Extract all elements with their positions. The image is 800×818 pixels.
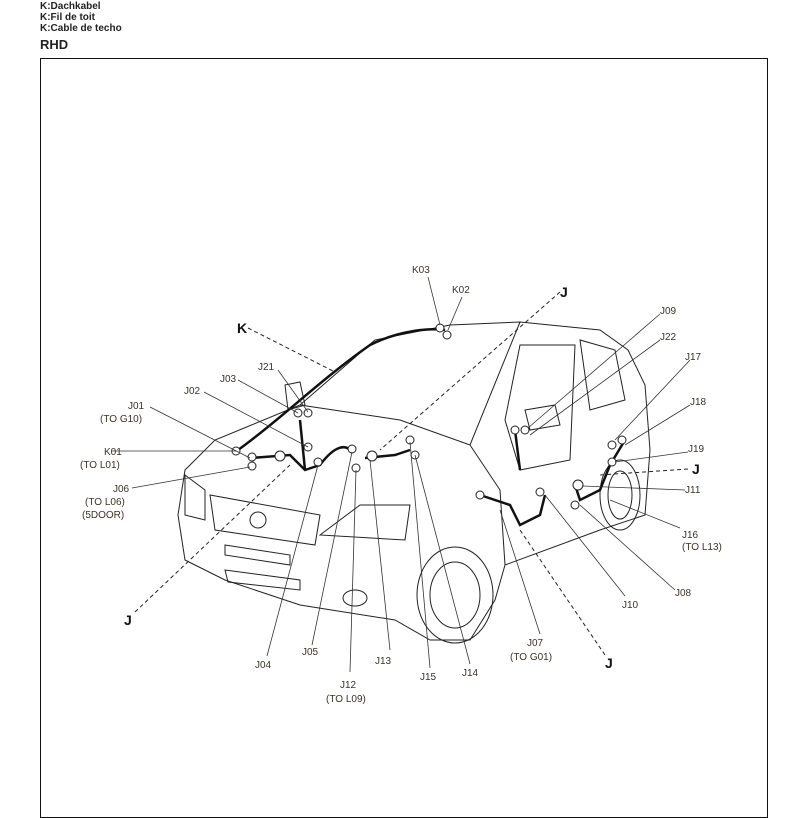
label-j01: J01 (128, 401, 145, 412)
harness-label-k: K (237, 320, 247, 336)
connectors (231, 323, 627, 510)
harness-label-j-bottom: J (605, 655, 613, 671)
label-j01-sub: (TO G10) (100, 414, 142, 425)
label-j03: J03 (220, 374, 237, 385)
label-j12: J12 (340, 680, 357, 691)
label-j11: J11 (685, 485, 701, 496)
leader-lines (112, 276, 691, 673)
label-k03: K03 (412, 265, 430, 276)
harness-label-j-right: J (692, 461, 700, 477)
label-j18: J18 (690, 397, 707, 408)
variant-label: RHD (40, 37, 69, 52)
harness-label-j-top: J (560, 284, 568, 300)
label-j10: J10 (622, 600, 639, 611)
label-k01-sub: (TO L01) (80, 460, 120, 471)
label-j06-sub2: (5DOOR) (82, 510, 124, 521)
label-j17: J17 (685, 352, 702, 363)
wiring-diagram: K J J J J K03 K02 J09 J22 J17 J18 J19 J1… (80, 265, 722, 705)
label-j05: J05 (302, 647, 319, 658)
label-j16-sub: (TO L13) (682, 542, 722, 553)
label-j16: J16 (682, 530, 699, 541)
label-j04: J04 (255, 660, 272, 671)
label-j06-sub: (TO L06) (85, 497, 125, 508)
label-j07-sub: (TO G01) (510, 652, 552, 663)
label-k02: K02 (452, 285, 470, 296)
label-j13: J13 (375, 656, 392, 667)
label-k01: K01 (104, 447, 122, 458)
roof-harness (237, 328, 627, 527)
label-j06: J06 (113, 484, 130, 495)
label-j15: J15 (420, 672, 437, 683)
header-line-1: K:Dachkabel (40, 1, 101, 12)
labels: K J J J J K03 K02 J09 J22 J17 J18 J19 J1… (80, 265, 722, 705)
header-line-2: K:Fil de toit (40, 12, 95, 23)
label-j02: J02 (184, 386, 201, 397)
label-j21: J21 (258, 362, 275, 373)
label-j19: J19 (688, 444, 705, 455)
label-j09: J09 (660, 306, 677, 317)
label-j22: J22 (660, 332, 677, 343)
label-j08: J08 (675, 588, 692, 599)
label-j12-sub: (TO L09) (326, 694, 366, 705)
label-j14: J14 (462, 668, 479, 679)
car-outline (177, 321, 651, 644)
header-line-3: K:Cable de techo (40, 23, 122, 34)
harness-label-j-left: J (124, 612, 132, 628)
label-j07: J07 (527, 638, 544, 649)
